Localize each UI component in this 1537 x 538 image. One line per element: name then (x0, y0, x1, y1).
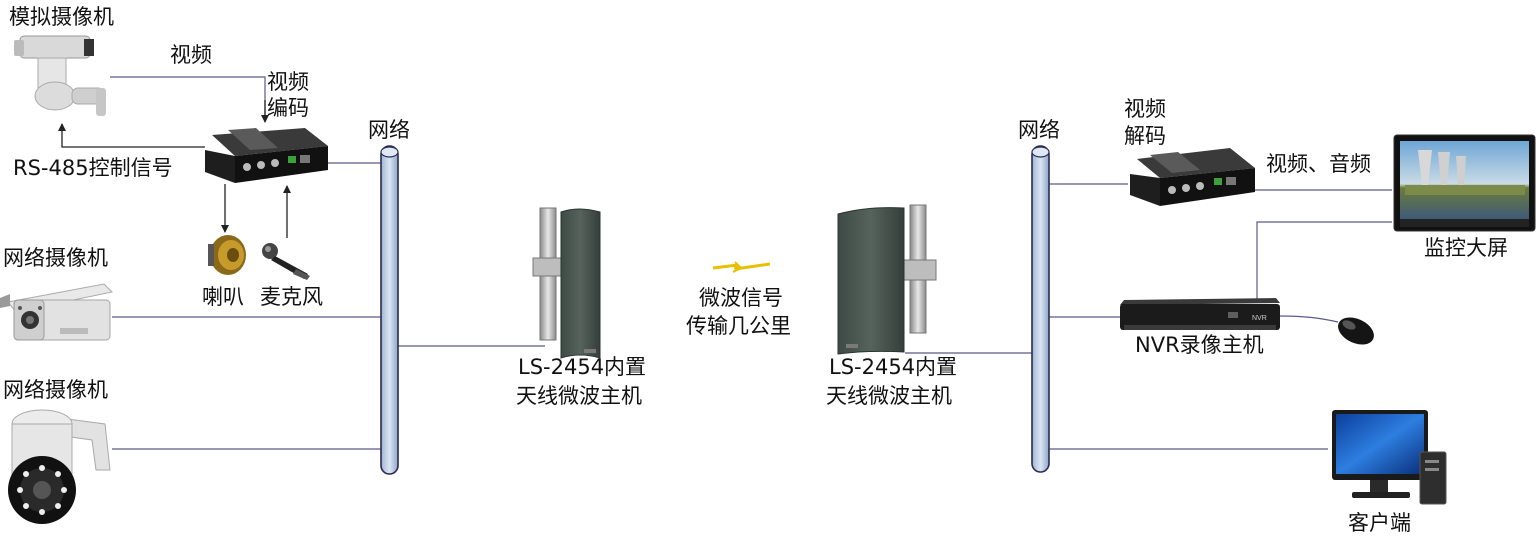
mouse-icon (1338, 317, 1374, 345)
nvr-badge: NVR (1252, 315, 1267, 322)
client-label: 客户端 (1348, 511, 1411, 535)
ip-bullet-camera-icon (0, 283, 114, 341)
video-encoder-icon (205, 128, 328, 183)
client-computer-icon (1332, 410, 1447, 505)
video-label: 视频 (170, 43, 212, 67)
microwave-signal-icon (712, 261, 771, 273)
network-pipe-right (1031, 145, 1050, 473)
connection-lines (110, 76, 1392, 450)
left-microwave-host-icon (532, 207, 601, 359)
monitor-wall-icon (1393, 134, 1536, 232)
line-analog-camera-to-encoder (110, 76, 266, 120)
video-audio-label: 视频、音频 (1266, 152, 1371, 176)
network-right-label: 网络 (1018, 118, 1060, 142)
speaker-label: 喇叭 (202, 285, 244, 309)
right-microwave-host-icon (837, 204, 937, 355)
line-nvr-to-monitor (1256, 221, 1392, 300)
analog-camera-label: 模拟摄像机 (9, 5, 114, 29)
ip-dome-camera-icon (8, 409, 111, 524)
video-encode-label-1: 视频 (267, 70, 309, 94)
network-pipe-left (380, 145, 399, 475)
right-host-label-2: 天线微波主机 (826, 384, 952, 408)
signal-arrows (58, 100, 291, 238)
network-left-label: 网络 (368, 118, 410, 142)
microwave-signal-label-1: 微波信号 (699, 286, 783, 310)
ip-camera-label-2: 网络摄像机 (3, 378, 108, 402)
microphone-icon (262, 243, 310, 280)
analog-camera-icon (14, 35, 106, 116)
microphone-label: 麦克风 (260, 285, 323, 309)
video-encode-label-2: 编码 (267, 96, 309, 120)
left-host-label-2: 天线微波主机 (516, 384, 642, 408)
video-decode-label-1: 视频 (1124, 97, 1166, 121)
speaker-icon (208, 235, 246, 275)
left-host-label-1: LS-2454内置 (518, 355, 647, 379)
video-decode-label-2: 解码 (1124, 124, 1166, 148)
ip-camera-label-1: 网络摄像机 (3, 246, 108, 270)
line-nvr-to-mouse (1279, 315, 1339, 323)
nvr-icon: NVR (1120, 298, 1280, 330)
video-decoder-icon (1130, 148, 1255, 206)
right-host-label-1: LS-2454内置 (829, 355, 958, 379)
rs485-control-label: RS-485控制信号 (13, 156, 173, 180)
arrow-rs485-to-camera (58, 123, 205, 148)
microwave-signal-label-2: 传输几公里 (686, 314, 791, 338)
nvr-label: NVR录像主机 (1135, 333, 1264, 357)
monitor-wall-label: 监控大屏 (1424, 236, 1508, 260)
